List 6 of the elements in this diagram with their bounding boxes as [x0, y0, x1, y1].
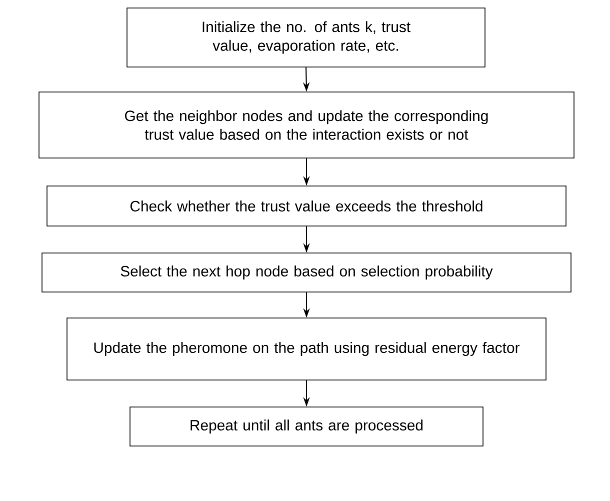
process-box: Update the pheromone on the path using residual energy factor	[66, 318, 546, 380]
process-box: Check whether the trust value exceeds the threshold	[46, 186, 566, 226]
process-box: Select the next hop node based on selection probability	[42, 252, 572, 292]
process-box: Get the neighbor nodes and update the corresponding trust value based on the interaction exists or not	[38, 92, 574, 158]
process-box: Initialize the no. of ants k, trust value, evaporation rate, etc.	[126, 8, 486, 68]
process-box: Repeat until all ants are processed	[130, 406, 484, 446]
